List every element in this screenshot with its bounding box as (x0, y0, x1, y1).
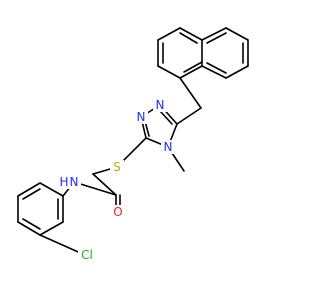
atom-background (111, 205, 125, 219)
bond-naph-b-double-3 (183, 61, 203, 73)
bond-phenyl-double-2 (22, 218, 41, 230)
atom-background (78, 248, 96, 262)
bond-naph-a4 (225, 65, 249, 79)
bond-naph-a-double-3 (206, 62, 227, 74)
bond-naph-b-double-2 (179, 32, 198, 44)
atom-label-n2: N (137, 110, 146, 124)
bond-layer (17, 27, 249, 256)
bond-phenyl-2 (39, 221, 64, 236)
atom-background (134, 110, 148, 124)
atom-background (153, 98, 167, 112)
bond-naph-a5 (201, 65, 227, 79)
bond-naph-a1 (201, 27, 227, 41)
bond-naph-to-ch2 (179, 77, 202, 109)
bond-phenyl-3 (17, 221, 41, 236)
bond-ch2-to-triazole (176, 107, 202, 125)
atom-label-cl: Cl (81, 248, 93, 262)
bond-naph-b5 (179, 27, 203, 41)
atom-label-n4: N (164, 140, 173, 154)
atom-label-o: O (113, 205, 122, 219)
bond-phenyl-5 (17, 182, 41, 197)
atom-label-h: H (59, 175, 68, 189)
bond-naph-b1 (179, 65, 203, 79)
bond-ch2-to-carbonyl (92, 173, 117, 196)
bond-naph-a2 (225, 27, 249, 41)
atom-background (58, 175, 70, 189)
bond-naph-b4 (157, 27, 181, 41)
bond-naph-b2 (157, 65, 181, 79)
chemical-structure-diagram: N N N S O N H Cl (17, 27, 249, 262)
atom-label-n1: N (156, 98, 165, 112)
atom-background (161, 140, 175, 154)
bond-phenyl-to-cl (39, 234, 86, 256)
bond-naph-a-double-1 (206, 32, 227, 44)
atom-label-s: S (113, 160, 121, 174)
bond-triazole-double-1 (159, 110, 173, 125)
atom-background (110, 160, 124, 174)
atom-label-n: N (70, 175, 79, 189)
atom-background (67, 175, 81, 189)
atom-label-layer: N N N S O N H Cl (58, 98, 175, 262)
bond-phenyl-double-3 (22, 188, 41, 200)
bond-phenyl-6 (39, 182, 64, 197)
